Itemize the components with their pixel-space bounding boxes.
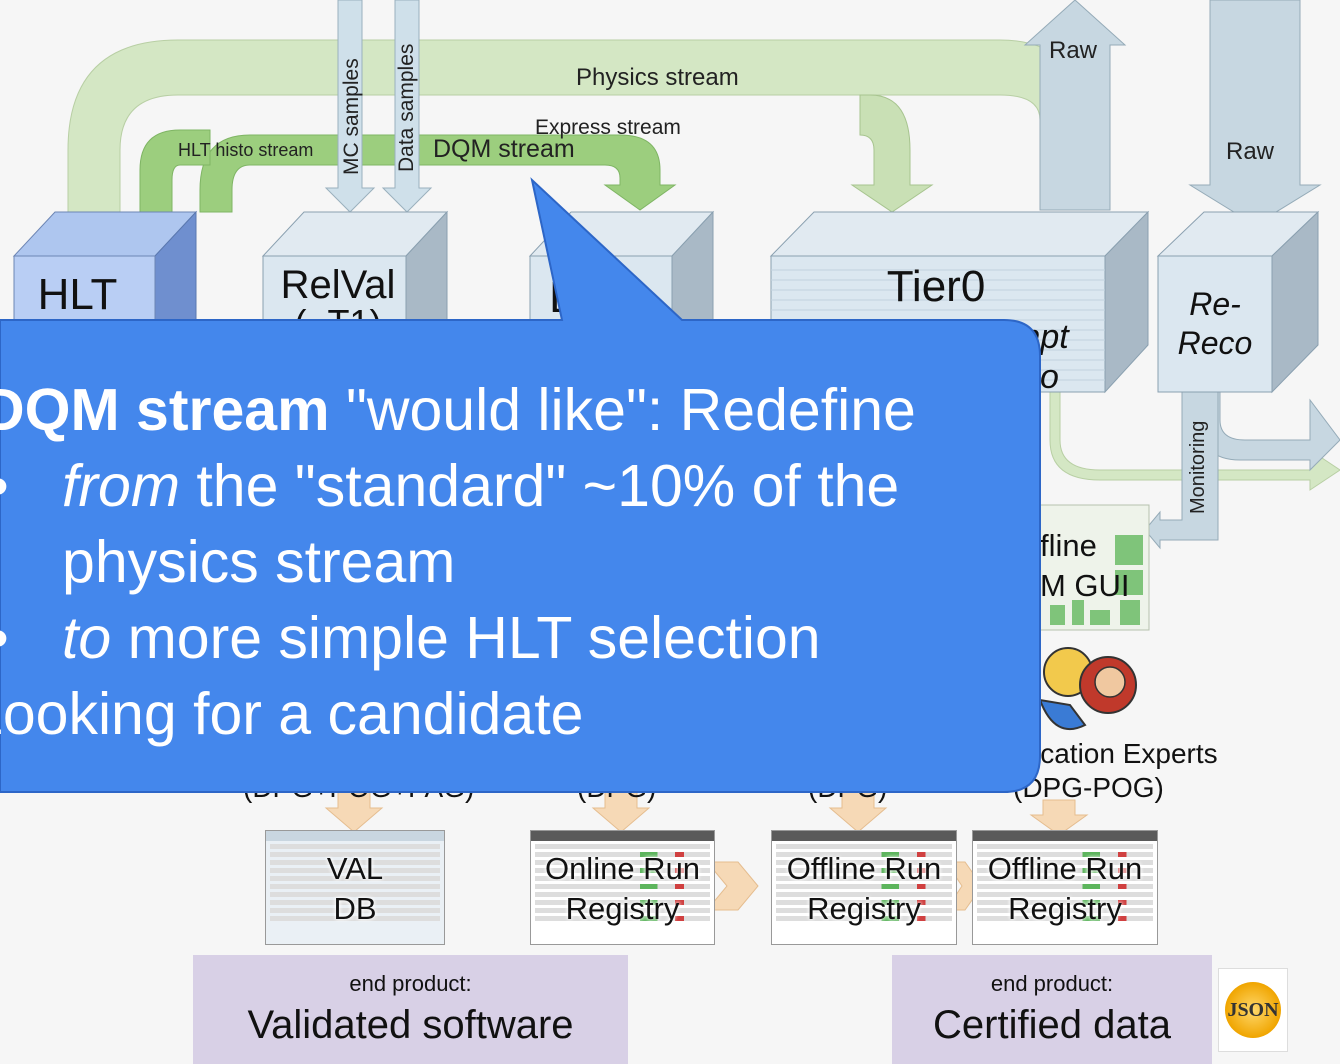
rereco-cube — [1156, 210, 1320, 394]
dqm-stream-arrow — [199, 134, 677, 213]
callout-bullet-2: • — [0, 600, 9, 676]
tier0-label: Tier0 — [886, 262, 986, 311]
end-product-software-title: Validated software — [247, 1003, 574, 1047]
end-product-data-caption: end product: — [990, 971, 1114, 996]
callout-line2-em: from — [62, 453, 180, 519]
experts-label-1: ication Experts — [1034, 738, 1218, 769]
monitoring-arrow — [1144, 389, 1219, 550]
callout-line5: Looking for a candidate — [0, 681, 584, 747]
online-run-label-1: Online Run — [544, 851, 701, 886]
hlt-histo-stream-label: HLT histo stream — [178, 140, 314, 160]
experts-label-2: (DPG-POG) — [1013, 772, 1164, 803]
raw-right-label: Raw — [1226, 138, 1275, 165]
offline-gui-label-2: M GUI — [1040, 568, 1130, 603]
offline-run-1-label-1: Offline Run — [786, 851, 942, 886]
callout-line1-rest: "would like": Redefine — [329, 377, 916, 443]
offline-gui-label-1: fline — [1040, 528, 1097, 563]
raw-down-arrow — [1188, 0, 1322, 226]
end-product-software: end product: Validated software — [193, 955, 628, 1064]
end-product-data: end product: Certified data — [892, 955, 1212, 1064]
offline-run-2-label-2: Registry — [1008, 891, 1122, 926]
physics-stream-label: Physics stream — [576, 64, 739, 91]
raw-top-label: Raw — [1049, 37, 1098, 64]
val-db-screen: VAL DB — [265, 830, 445, 945]
offline-run-2-label-1: Offline Run — [987, 851, 1143, 886]
online-run-registry-screen: Online Run Registry — [530, 830, 715, 945]
callout-text: DQM stream "would like": Redefine • from… — [0, 372, 1040, 752]
offline-run-registry-screen-2: Offline Run Registry — [972, 830, 1158, 945]
json-logo-text: JSON — [1227, 998, 1279, 1021]
data-samples-arrow — [381, 0, 433, 213]
rereco-label-1: Re- — [1189, 286, 1241, 322]
callout-line4-rest: more simple HLT selection — [111, 605, 821, 671]
hlt-label: HLT — [37, 270, 118, 319]
offline-run-1-label-2: Registry — [807, 891, 921, 926]
callout-line3: physics stream — [62, 529, 456, 595]
rereco-label-2: Reco — [1177, 325, 1253, 361]
end-product-data-title: Certified data — [933, 1003, 1171, 1047]
callout-line4-em: to — [62, 605, 112, 671]
relval-label: RelVal — [280, 263, 396, 307]
callout-line2-rest: the "standard" ~10% of the — [180, 453, 900, 519]
val-db-label-1: VAL — [326, 851, 384, 886]
callout-line1-bold: DQM stream — [0, 377, 330, 443]
express-stream-label: Express stream — [535, 116, 681, 139]
experts-icon — [1038, 647, 1137, 730]
end-product-software-caption: end product: — [349, 971, 472, 996]
offline-run-registry-screen-1: Offline Run Registry — [771, 830, 957, 945]
val-db-label-2: DB — [333, 891, 377, 926]
dqm-stream-label: DQM stream — [433, 135, 575, 163]
json-logo: JSON — [1218, 968, 1288, 1052]
tier0-partial-2: o — [1040, 358, 1059, 396]
raw-up-arrow — [1023, 0, 1127, 211]
online-run-label-2: Registry — [565, 891, 680, 926]
mc-samples-arrow — [324, 0, 376, 213]
callout-bullet-1: • — [0, 448, 9, 524]
